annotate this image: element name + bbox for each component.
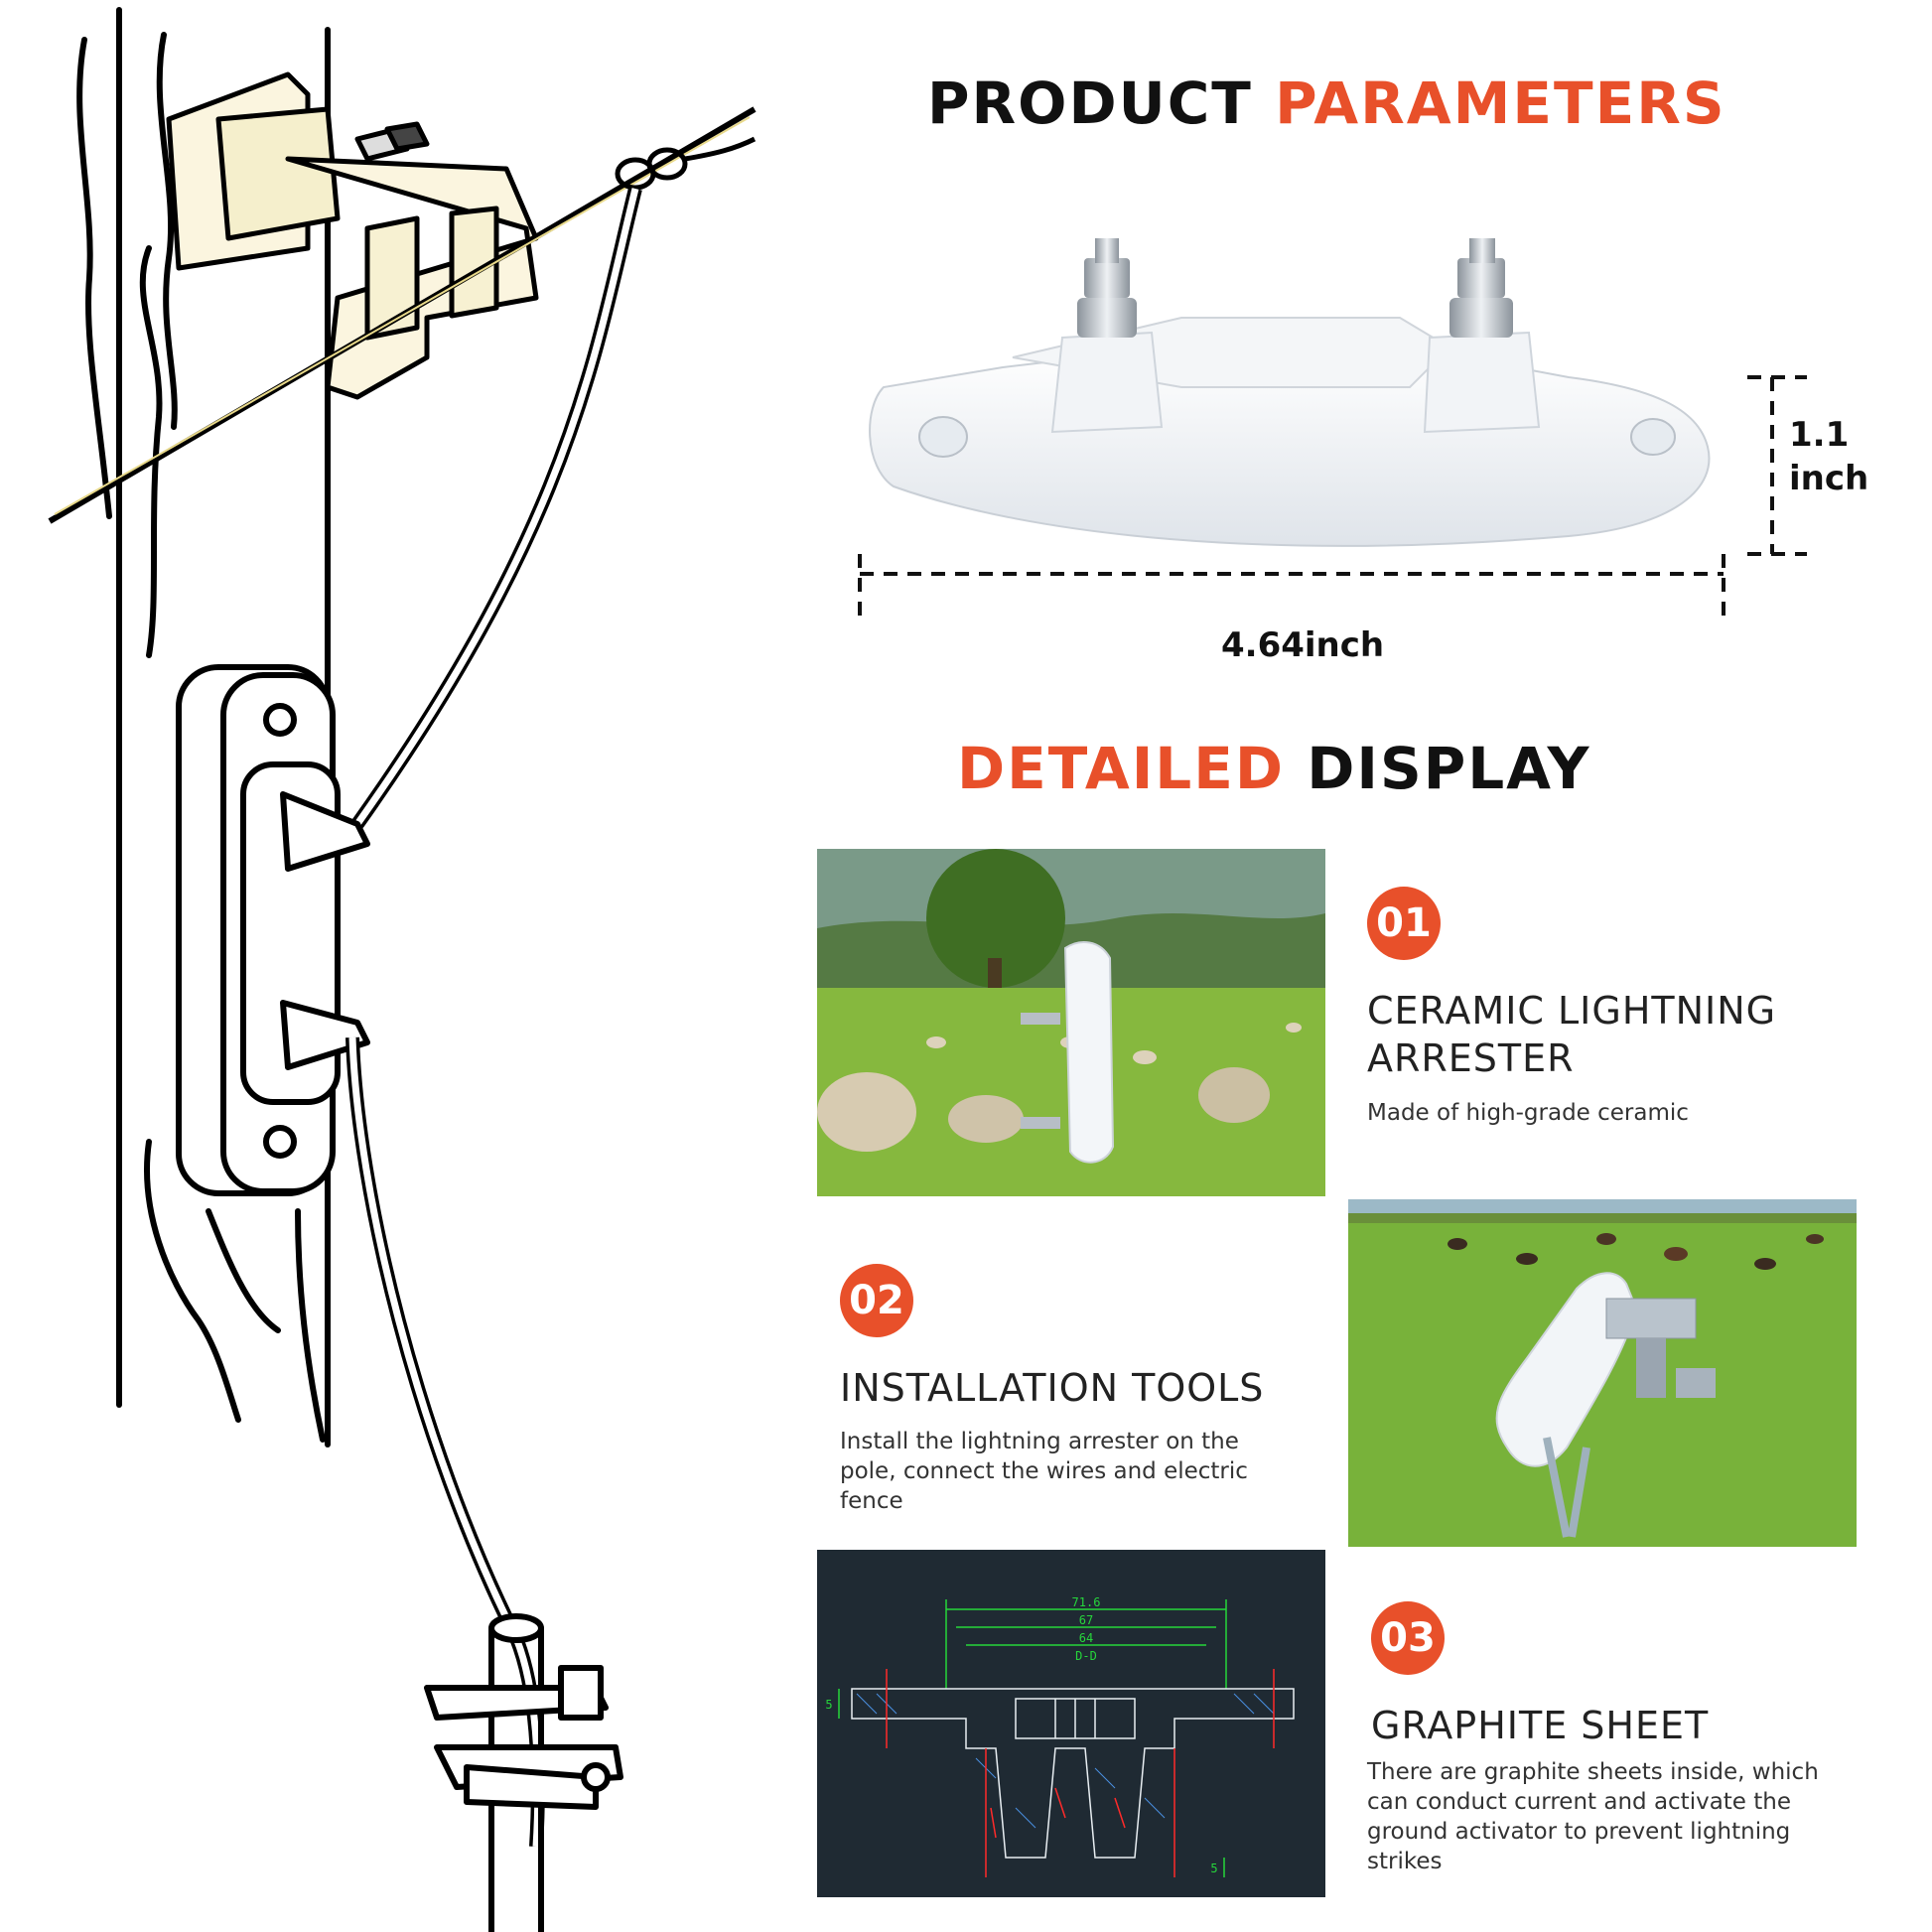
- height-unit: inch: [1789, 459, 1869, 498]
- feature-title-02: INSTALLATION TOOLS: [840, 1366, 1265, 1410]
- heading-word-display: DISPLAY: [1307, 735, 1591, 802]
- detailed-display-heading: DETAILED DISPLAY: [957, 735, 1591, 802]
- cad-dim-71-6: 71.6: [1072, 1595, 1101, 1609]
- feature-desc-03-line2: can conduct current and activate the: [1367, 1789, 1792, 1815]
- feature-title-01-line1: CERAMIC LIGHTNING: [1367, 989, 1777, 1033]
- feature-badge-03: 03: [1371, 1601, 1445, 1675]
- photo-cad-drawing: 71.6 67 64 D-D 5 5: [817, 1550, 1325, 1897]
- photo-installation-tools: [1348, 1199, 1857, 1547]
- feature-title-01: CERAMIC LIGHTNING ARRESTER: [1367, 987, 1776, 1082]
- feature-desc-03-line4: strikes: [1367, 1849, 1443, 1874]
- heading-word-product: PRODUCT: [927, 69, 1253, 137]
- feature-badge-02: 02: [840, 1264, 913, 1337]
- feature-title-01-line2: ARRESTER: [1367, 1036, 1575, 1080]
- feature-desc-02-line3: fence: [840, 1488, 903, 1514]
- cad-dim-d-d: D-D: [1075, 1649, 1097, 1663]
- dimension-lines: [858, 375, 1807, 616]
- installation-illustration: [48, 7, 757, 1932]
- feature-desc-03-line1: There are graphite sheets inside, which: [1367, 1759, 1819, 1785]
- feature-desc-02-line1: Install the lightning arrester on the: [840, 1429, 1239, 1454]
- product-parameters-heading: PRODUCT PARAMETERS: [927, 69, 1726, 137]
- cad-dim-67: 67: [1079, 1613, 1093, 1627]
- feature-desc-03: There are graphite sheets inside, which …: [1367, 1757, 1819, 1876]
- width-dimension-label: 4.64inch: [1221, 625, 1385, 665]
- height-value: 1.1: [1789, 415, 1850, 455]
- cad-dim-s1: 5: [825, 1698, 832, 1712]
- feature-desc-02: Install the lightning arrester on the po…: [840, 1427, 1248, 1516]
- heading-word-detailed: DETAILED: [957, 735, 1286, 802]
- feature-desc-02-line2: pole, connect the wires and electric: [840, 1458, 1248, 1484]
- height-dimension-label: 1.1 inch: [1789, 413, 1868, 500]
- feature-desc-01: Made of high-grade ceramic: [1367, 1100, 1689, 1126]
- heading-word-parameters: PARAMETERS: [1275, 69, 1726, 137]
- feature-title-03: GRAPHITE SHEET: [1371, 1704, 1710, 1747]
- feature-badge-01: 01: [1367, 887, 1441, 960]
- photo-sheep-field: [817, 849, 1325, 1196]
- cad-dim-64: 64: [1079, 1631, 1093, 1645]
- feature-desc-03-line3: ground activator to prevent lightning: [1367, 1819, 1791, 1845]
- cad-dim-s2: 5: [1210, 1862, 1217, 1875]
- product-photo: [869, 238, 1711, 547]
